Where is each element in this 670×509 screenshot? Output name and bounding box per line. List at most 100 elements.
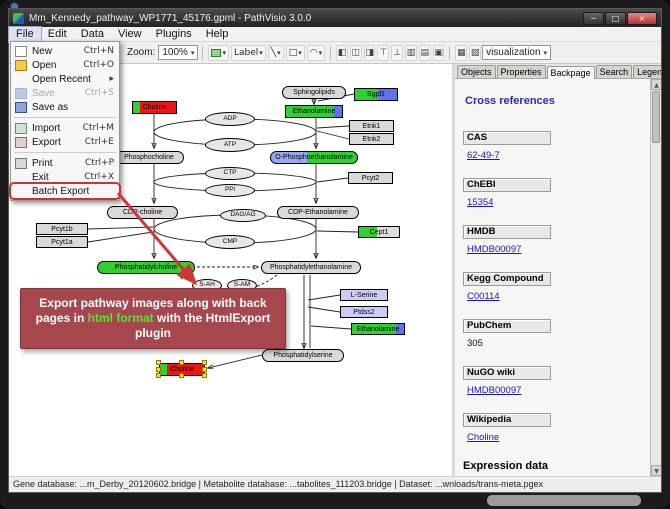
node-etnk1[interactable]: Etnk1	[349, 120, 394, 132]
xref-source-header: NuGO wiki	[463, 366, 551, 380]
selection-handle[interactable]	[202, 360, 207, 365]
node-sgpl1[interactable]: Sgpl1	[354, 88, 398, 101]
xref-link[interactable]: HMDB00097	[467, 385, 522, 396]
align-left-icon[interactable]: ◧	[336, 44, 348, 61]
xref-link[interactable]: HMDB00097	[467, 244, 522, 255]
tab-objects[interactable]: Objects	[457, 65, 496, 78]
node-cept1[interactable]: Cept1	[358, 226, 400, 238]
node-ethanolamine-top[interactable]: Ethanolamine	[285, 105, 343, 118]
close-button[interactable]: ×	[627, 11, 657, 25]
xref-source-header: CAS	[463, 131, 551, 145]
distribute-vertical-icon[interactable]: ▤	[418, 44, 431, 61]
node-cmp[interactable]: CMP	[205, 235, 255, 249]
align-right-icon[interactable]: ◨	[363, 44, 376, 61]
node-choline-top[interactable]: Choline	[132, 101, 177, 114]
node-dag-ag[interactable]: DAG/AG	[220, 209, 266, 222]
align-center-icon[interactable]: ◫	[349, 44, 362, 61]
node-cdp-choline[interactable]: CDP-choline	[107, 206, 178, 219]
node-adp[interactable]: ADP	[205, 112, 255, 126]
align-top-icon[interactable]: ⊤	[377, 44, 390, 61]
xref-link[interactable]: 15354	[467, 197, 494, 208]
selection-handle[interactable]	[202, 373, 207, 378]
menu-data[interactable]: Data	[80, 27, 104, 40]
line-tool[interactable]: ╲▾	[267, 44, 284, 61]
selection-handle[interactable]	[179, 360, 184, 365]
menu-file[interactable]: File	[8, 25, 42, 43]
tab-backpage[interactable]: Backpage	[546, 66, 595, 79]
node-sphingolipids[interactable]: Sphingolipids	[282, 86, 346, 99]
menu-plugins[interactable]: Plugins	[155, 27, 192, 40]
dropdown-caret-icon: ▾	[318, 48, 323, 57]
export-icon	[15, 136, 27, 148]
zoom-combobox[interactable]: 100%▾	[158, 45, 199, 60]
pathway-edge	[316, 177, 349, 183]
dropdown-caret-icon: ▾	[277, 48, 281, 57]
file-menu-item-batch-export[interactable]: Batch Export	[11, 184, 119, 198]
node-pcyt1a[interactable]: Pcyt1a	[36, 236, 88, 248]
shape-tool[interactable]: □▾	[285, 44, 305, 61]
node-phosphocholine[interactable]: Phosphocholine	[114, 151, 184, 164]
distribute-horizontal-icon[interactable]: ▥	[405, 44, 417, 61]
node-phosphatidylethanolamine[interactable]: Phosphatidylethanolamine	[261, 261, 361, 274]
node-l-serine[interactable]: L-Serine	[340, 289, 388, 301]
node-atp[interactable]: ATP	[205, 138, 255, 152]
tab-search[interactable]: Search	[595, 65, 633, 78]
align-bottom-icon[interactable]: ⊥	[391, 44, 404, 61]
gene-tool[interactable]: ▾	[208, 44, 229, 61]
file-menu-item-save[interactable]: Save Ctrl+S	[11, 86, 119, 100]
selection-handle[interactable]	[156, 360, 161, 365]
menu-shortcut: Ctrl+N	[83, 46, 114, 56]
node-pcyt1b[interactable]: Pcyt1b	[36, 223, 88, 235]
menu-item-label: New	[32, 45, 53, 57]
scroll-down-icon[interactable]: ▼	[651, 465, 661, 476]
selection-handle[interactable]	[156, 373, 161, 378]
node-ppi[interactable]: PPi	[205, 184, 255, 197]
menu-item-label: Save as	[32, 101, 69, 113]
scroll-up-icon[interactable]: ▲	[651, 79, 661, 90]
label-tool[interactable]: Label▾	[230, 44, 266, 61]
zoom-value: 100%	[162, 47, 188, 58]
file-menu-item-save-as[interactable]: Save as	[11, 100, 119, 114]
selection-handle[interactable]	[156, 366, 161, 372]
node-o-phosphoethanolamine[interactable]: O-Phosphoethanolamine	[270, 151, 358, 164]
dropdown-caret-icon: ▾	[298, 48, 302, 57]
selection-handle[interactable]	[202, 366, 207, 372]
node-pcyt2[interactable]: Pcyt2	[348, 172, 393, 184]
send-to-back-icon[interactable]: ▧	[469, 44, 482, 61]
selection-handle[interactable]	[179, 373, 184, 378]
menu-shortcut: Ctrl+S	[84, 88, 114, 98]
menu-edit[interactable]: Edit	[47, 27, 67, 40]
tab-legend[interactable]: Legend	[633, 65, 661, 78]
maximize-button[interactable]: □	[605, 11, 626, 25]
menu-view[interactable]: View	[117, 27, 142, 40]
xref-link[interactable]: C00114	[467, 291, 500, 302]
node-ethanolamine-right[interactable]: Ethanolamine	[351, 323, 405, 335]
xref-link[interactable]: Choline	[467, 432, 500, 443]
menu-item-label: Save	[32, 87, 55, 99]
panel-scrollbar[interactable]: ▲ ▼	[650, 79, 661, 476]
arc-tool[interactable]: ◠▾	[306, 44, 326, 61]
bring-to-front-icon[interactable]: ▦	[455, 44, 468, 61]
node-phosphatidylcholine[interactable]: Phosphatidylcholine	[97, 261, 195, 274]
scrollbar-thumb[interactable]	[652, 91, 660, 143]
xref-link[interactable]: 62-49-7	[467, 150, 500, 161]
node-etnk2[interactable]: Etnk2	[349, 133, 394, 145]
file-menu-item-open-recent[interactable]: Open Recent▸	[11, 72, 119, 86]
menu-help[interactable]: Help	[205, 27, 229, 40]
node-cdp-ethanolamine[interactable]: CDP-Ethanolamine	[277, 206, 359, 219]
visualization-combobox[interactable]: visualization▾	[482, 45, 552, 60]
tab-properties[interactable]: Properties	[496, 65, 546, 78]
file-menu-item-new[interactable]: New Ctrl+N	[11, 44, 119, 58]
match-size-icon[interactable]: ▣	[432, 44, 445, 61]
node-phosphatidylserine[interactable]: Phosphatidylserine	[262, 349, 344, 362]
node-ctp[interactable]: CTP	[205, 167, 255, 180]
node-ptdss2[interactable]: Ptdss2	[340, 306, 388, 318]
minimize-button[interactable]: ─	[583, 11, 604, 25]
